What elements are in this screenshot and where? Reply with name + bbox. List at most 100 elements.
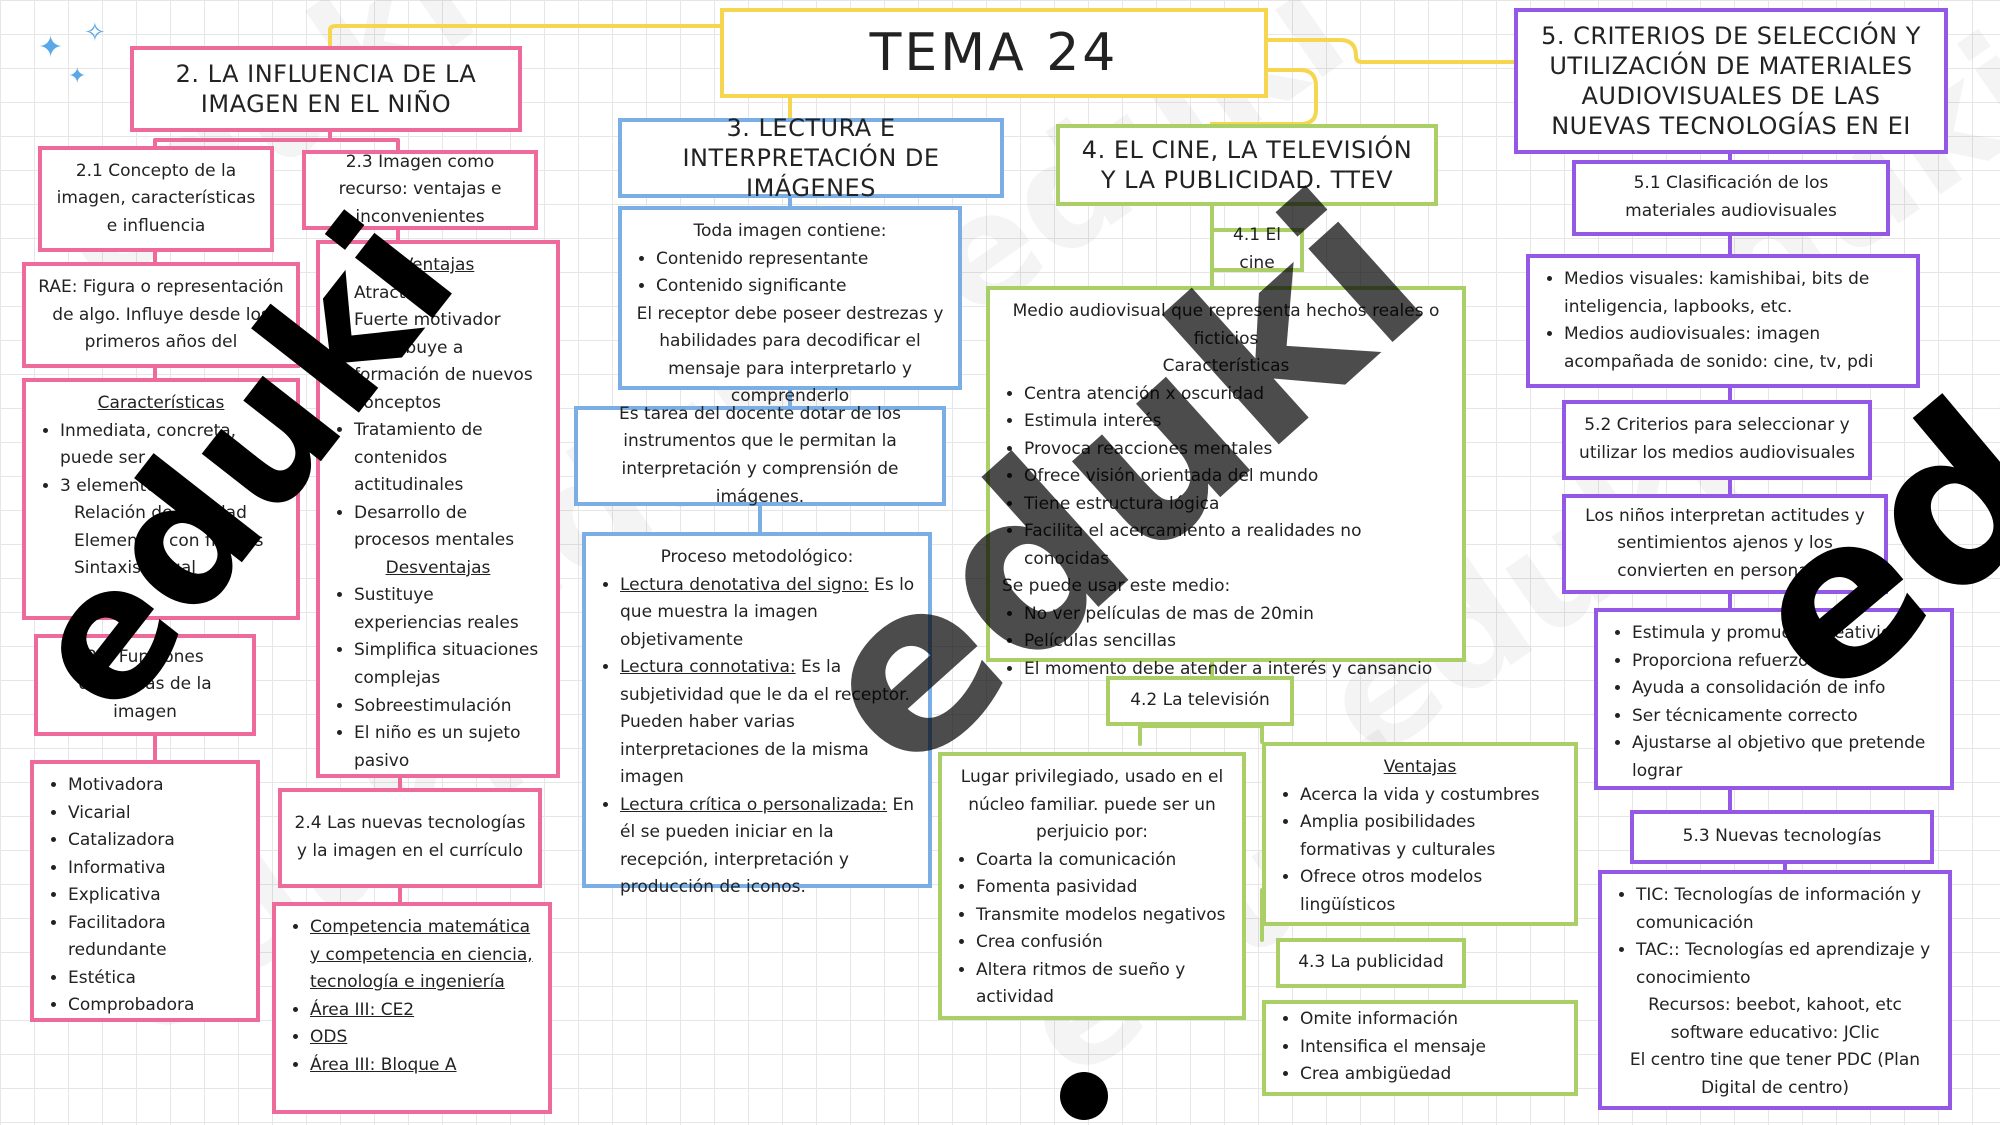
list-item: Fomenta pasividad bbox=[976, 874, 1230, 902]
cine-caract-heading: Características bbox=[1162, 356, 1290, 377]
contiene-title: Toda imagen contiene: bbox=[693, 221, 887, 241]
list-item: Área III: CE2 bbox=[310, 997, 536, 1025]
list-item: Altera ritmos de sueño y actividad bbox=[976, 957, 1230, 1012]
list-item: Comprobadora bbox=[68, 992, 244, 1020]
list-item: Fuerte motivador bbox=[354, 307, 544, 335]
s2-2-heading: 2.2 Funciones didácticas de la imagen bbox=[34, 634, 256, 736]
list-item: Estimula y promueve creatividad bbox=[1632, 620, 1938, 648]
list-item: Omite información bbox=[1300, 1006, 1562, 1034]
list-item: Crea confusión bbox=[976, 929, 1230, 957]
lecturas-list: Lectura denotativa del signo: Es lo que … bbox=[598, 572, 916, 902]
list-item: Tiene estructura lógica bbox=[1024, 491, 1450, 519]
list-item: Contenido representante bbox=[656, 246, 946, 274]
list-item: Tratamiento de contenidos actitudinales bbox=[354, 417, 544, 500]
lectura-critica-label: Lectura crítica o personalizada: bbox=[620, 794, 888, 815]
elementos-sublist: Relación de realidad Elementos con figur… bbox=[60, 500, 284, 583]
desventajas-list: Sustituye experiencias reales Simplifica… bbox=[332, 582, 544, 775]
caracteristicas-list: Inmediata, concreta, puede ser 3 element… bbox=[38, 418, 284, 583]
list-item: Provoca reacciones mentales bbox=[1024, 436, 1450, 464]
list-item: Proporciona refuerzos bbox=[1632, 648, 1938, 676]
nuevas-tecnologias-box: TIC: Tecnologías de información y comuni… bbox=[1598, 870, 1952, 1110]
tv-intro: Lugar privilegiado, usado en el núcleo f… bbox=[960, 767, 1224, 843]
list-item: TAC:: Tecnologías ed aprendizaje y conoc… bbox=[1636, 937, 1936, 992]
receptor-text: El receptor debe poseer destrezas y habi… bbox=[636, 303, 944, 407]
list-item: Atractivas bbox=[354, 280, 544, 308]
section-2-heading: 2. LA INFLUENCIA DE LA IMAGEN EN EL NIÑO bbox=[130, 46, 522, 132]
curriculo-list: Competencia matemática y competencia en … bbox=[288, 914, 536, 1079]
ninos-box: Los niños interpretan actitudes y sentim… bbox=[1562, 494, 1888, 594]
list-item: Área III: Bloque A bbox=[310, 1052, 536, 1080]
tic-list: TIC: Tecnologías de información y comuni… bbox=[1614, 882, 1936, 992]
cine-box: Medio audiovisual que representa hechos … bbox=[986, 286, 1466, 679]
list-item: Ser técnicamente correcto bbox=[1632, 703, 1938, 731]
list-item: Lectura denotativa del signo: Es lo que … bbox=[620, 572, 916, 655]
s4-1-heading: 4.1 El cine bbox=[1210, 225, 1304, 273]
ventajas-list: Atractivas Fuerte motivador Contribuye a… bbox=[332, 280, 544, 555]
list-item: Sustituye experiencias reales bbox=[354, 582, 544, 637]
list-item: Amplia posibilidades formativas y cultur… bbox=[1300, 809, 1562, 864]
list-item: Catalizadora bbox=[68, 827, 244, 855]
tv-ventajas-list: Acerca la vida y costumbres Amplia posib… bbox=[1278, 782, 1562, 920]
cine-definition: Medio audiovisual que representa hechos … bbox=[1012, 301, 1440, 349]
list-item: El momento debe atender a interés y cans… bbox=[1024, 656, 1450, 684]
pdc-text: El centro tine que tener PDC (Plan Digit… bbox=[1629, 1050, 1921, 1098]
rae-definition: RAE: Figura o representación de algo. In… bbox=[22, 262, 300, 368]
lectura-denotativa-text: Es lo que muestra la imagen objetivament… bbox=[620, 574, 915, 650]
criterios-box: Estimula y promueve creatividad Proporci… bbox=[1594, 608, 1954, 790]
contiene-box: Toda imagen contiene: Contenido represen… bbox=[618, 206, 962, 406]
cine-uso-list: No ver películas de mas de 20min Películ… bbox=[1002, 601, 1450, 684]
caracteristicas-heading: Características bbox=[97, 393, 225, 413]
section-4-heading: 4. EL CINE, LA TELEVISIÓN Y LA PUBLICIDA… bbox=[1056, 124, 1438, 206]
lectura-critica-text: En él se pueden iniciar en la recepción,… bbox=[620, 794, 914, 898]
list-item: Sintaxis visual bbox=[74, 558, 196, 579]
list-item: Coarta la comunicación bbox=[976, 847, 1230, 875]
list-item: Lectura crítica o personalizada: En él s… bbox=[620, 792, 916, 902]
s5-2-heading: 5.2 Criterios para seleccionar y utiliza… bbox=[1562, 400, 1872, 480]
medios-box: Medios visuales: kamishibai, bits de int… bbox=[1526, 254, 1920, 388]
list-item: Motivadora bbox=[68, 772, 244, 800]
list-item: Ayuda a consolidación de info bbox=[1632, 675, 1938, 703]
recursos-text: Recursos: beebot, kahoot, etc software e… bbox=[1648, 995, 1902, 1043]
list-item: Transmite modelos negativos bbox=[976, 902, 1230, 930]
list-item: Estimula interés bbox=[1024, 408, 1450, 436]
list-item: No ver películas de mas de 20min bbox=[1024, 601, 1450, 629]
list-item: Simplifica situaciones complejas bbox=[354, 637, 544, 692]
list-item: Facilita el acercamiento a realidades no… bbox=[1024, 518, 1450, 573]
section-3-heading: 3. LECTURA E INTERPRETACIÓN DE IMÁGENES bbox=[618, 114, 1004, 202]
section-5-heading: 5. CRITERIOS DE SELECCIÓN Y UTILIZACIÓN … bbox=[1514, 8, 1948, 154]
cine-uso-heading: Se puede usar este medio: bbox=[1002, 576, 1231, 597]
s4-2-heading: 4.2 La televisión bbox=[1106, 676, 1294, 726]
list-item: Centra atención x oscuridad bbox=[1024, 381, 1450, 409]
list-item: Informativa bbox=[68, 855, 244, 883]
cine-caract-list: Centra atención x oscuridad Estimula int… bbox=[1002, 381, 1450, 574]
lectura-connotativa-label: Lectura connotativa: bbox=[620, 657, 796, 678]
s2-3-heading: 2.3 Imagen como recurso: ventajas e inco… bbox=[302, 150, 538, 230]
television-box: Lugar privilegiado, usado en el núcleo f… bbox=[938, 752, 1246, 1020]
list-item: Relación de realidad bbox=[74, 503, 247, 524]
list-item: Facilitadora redundante bbox=[68, 910, 244, 965]
s4-3-heading: 4.3 La publicidad bbox=[1276, 938, 1466, 988]
list-item: Inmediata, concreta, puede ser bbox=[60, 418, 284, 473]
criterios-list: Estimula y promueve creatividad Proporci… bbox=[1610, 620, 1938, 785]
list-item: Sobreestimulación bbox=[354, 693, 544, 721]
list-item: El niño es un sujeto pasivo bbox=[354, 720, 544, 775]
list-item: Vicarial bbox=[68, 800, 244, 828]
list-item: Medios visuales: kamishibai, bits de int… bbox=[1564, 266, 1904, 321]
list-item: Crea ambigüedad bbox=[1300, 1061, 1562, 1089]
list-item: Acerca la vida y costumbres bbox=[1300, 782, 1562, 810]
page-title: TEMA 24 bbox=[720, 8, 1268, 98]
s2-1-heading: 2.1 Concepto de la imagen, característic… bbox=[38, 146, 274, 252]
list-item: Elementos con figuras bbox=[74, 530, 264, 551]
curriculo-box: Competencia matemática y competencia en … bbox=[272, 902, 552, 1114]
list-item: Contribuye a formación de nuevos concept… bbox=[354, 335, 544, 418]
contiene-list: Contenido representante Contenido signif… bbox=[634, 246, 946, 301]
s5-3-heading: 5.3 Nuevas tecnologías bbox=[1630, 810, 1934, 864]
caracteristicas-box: Características Inmediata, concreta, pue… bbox=[22, 378, 300, 620]
list-item: Desarrollo de procesos mentales bbox=[354, 500, 544, 555]
list-item: Ajustarse al objetivo que pretende logra… bbox=[1632, 730, 1938, 785]
tv-perjuicios-list: Coarta la comunicación Fomenta pasividad… bbox=[954, 847, 1230, 1012]
list-item: ODS bbox=[310, 1024, 536, 1052]
s2-4-heading: 2.4 Las nuevas tecnologías y la imagen e… bbox=[278, 788, 542, 888]
proceso-box: Proceso metodológico: Lectura denotativa… bbox=[582, 532, 932, 897]
publicidad-box: Omite información Intensifica el mensaje… bbox=[1262, 1000, 1578, 1096]
